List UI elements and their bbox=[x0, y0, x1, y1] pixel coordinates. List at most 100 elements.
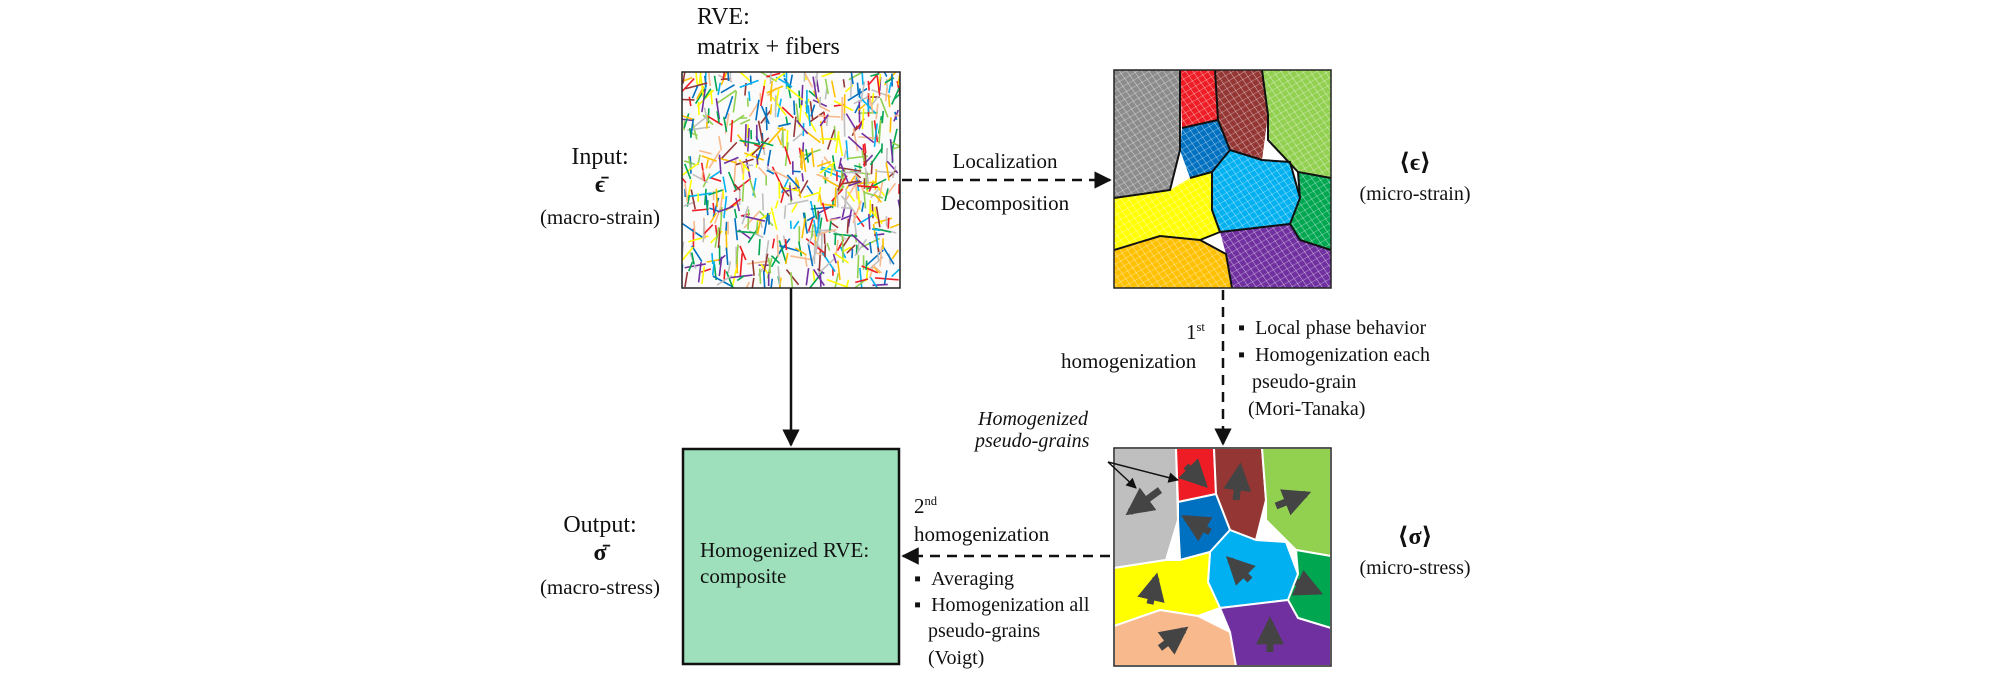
fiber-stroke bbox=[846, 155, 868, 160]
second-homog-cont-2: (Voigt) bbox=[928, 647, 985, 669]
fiber-stroke bbox=[691, 85, 699, 99]
fiber-stroke bbox=[856, 255, 860, 279]
fiber-stroke bbox=[816, 160, 832, 168]
fiber-stroke bbox=[718, 154, 722, 175]
fiber-stroke bbox=[760, 141, 774, 147]
stress-arrow-green bbox=[1291, 569, 1324, 596]
fiber-stroke bbox=[706, 114, 723, 126]
fiber-stroke bbox=[701, 155, 717, 162]
stress-arrow-gray bbox=[1125, 487, 1163, 516]
fiber-stroke bbox=[831, 200, 835, 209]
fiber-stroke bbox=[868, 95, 880, 110]
fiber-stroke bbox=[798, 90, 801, 108]
fiber-stroke bbox=[730, 119, 734, 143]
fiber-stroke bbox=[854, 177, 859, 200]
fiber-stroke bbox=[774, 200, 779, 209]
fiber-stroke bbox=[819, 161, 836, 174]
fiber-stroke bbox=[821, 72, 837, 78]
fiber-stroke bbox=[769, 80, 773, 97]
fiber-stroke bbox=[871, 89, 892, 98]
pseudo-grains-note-line1: Homogenized bbox=[978, 408, 1088, 430]
fiber-stroke bbox=[868, 265, 875, 279]
fiber-stroke bbox=[777, 266, 781, 285]
fiber-stroke bbox=[699, 75, 705, 97]
output-symbol: σ̄ bbox=[593, 540, 607, 566]
second-homogenization-number: 2nd bbox=[914, 494, 938, 518]
first-homog-bullet-2: Homogenization each bbox=[1238, 344, 1430, 367]
fiber-stroke bbox=[853, 279, 866, 288]
fiber-stroke bbox=[689, 192, 712, 198]
fiber-stroke bbox=[857, 185, 878, 189]
rve-title-line1: RVE: bbox=[697, 4, 750, 30]
fiber-stroke bbox=[778, 122, 791, 128]
fiber-stroke bbox=[798, 241, 803, 257]
fiber-stroke bbox=[846, 218, 850, 234]
fiber-stroke bbox=[741, 182, 745, 202]
fiber-stroke bbox=[784, 239, 788, 251]
fiber-stroke bbox=[821, 202, 829, 222]
fiber-stroke bbox=[834, 273, 839, 288]
fiber-stroke bbox=[717, 82, 722, 96]
fiber-stroke bbox=[756, 219, 762, 236]
fiber-stroke bbox=[780, 177, 790, 194]
fiber-stroke bbox=[740, 160, 744, 175]
fiber-stroke bbox=[705, 159, 709, 169]
fiber-stroke bbox=[869, 208, 883, 225]
fiber-stroke bbox=[801, 227, 805, 239]
first-homogenization-number: 1st bbox=[1186, 320, 1205, 344]
fiber-stroke bbox=[875, 170, 895, 174]
fiber-stroke bbox=[683, 113, 690, 129]
fiber-stroke bbox=[767, 149, 772, 165]
fiber-stroke bbox=[845, 113, 857, 131]
fiber-stroke bbox=[699, 149, 712, 155]
second-homog-cont-1: pseudo-grains bbox=[928, 620, 1041, 642]
fiber-stroke bbox=[876, 75, 881, 96]
fiber-stroke bbox=[868, 213, 871, 230]
fiber-stroke bbox=[785, 269, 800, 286]
fiber-stroke bbox=[847, 208, 853, 228]
fiber-stroke bbox=[723, 156, 739, 165]
fiber-stroke bbox=[826, 242, 831, 251]
fiber-stroke bbox=[769, 104, 773, 115]
fiber-stroke bbox=[875, 103, 879, 120]
stress-arrow-brown bbox=[1223, 462, 1252, 501]
fiber-stroke bbox=[747, 260, 767, 265]
fiber-stroke bbox=[732, 90, 738, 113]
fiber-stroke bbox=[891, 128, 898, 149]
output-desc: (macro-stress) bbox=[539, 575, 661, 599]
fiber-stroke bbox=[878, 119, 882, 144]
fiber-stroke bbox=[682, 222, 703, 238]
fiber-stroke bbox=[758, 268, 762, 284]
fiber-stroke bbox=[859, 267, 863, 288]
fiber-stroke bbox=[834, 187, 837, 206]
stress-arrow-orange bbox=[1157, 626, 1189, 655]
fiber-stroke bbox=[685, 82, 708, 90]
fiber-stroke bbox=[755, 99, 760, 121]
micro-strain-symbol: ⟨ϵ⟩ bbox=[1398, 150, 1432, 176]
fiber-stroke bbox=[804, 256, 808, 267]
fiber-stroke bbox=[823, 112, 826, 124]
stress-arrow-lightgreen bbox=[1274, 489, 1312, 516]
fiber-stroke bbox=[816, 214, 821, 234]
fiber-stroke bbox=[811, 148, 815, 168]
fiber-stroke bbox=[814, 232, 821, 255]
fiber-stroke bbox=[826, 278, 850, 288]
fiber-stroke bbox=[858, 88, 861, 98]
fiber-stroke bbox=[813, 204, 818, 220]
fiber-stroke bbox=[831, 80, 836, 98]
fiber-stroke bbox=[842, 79, 846, 88]
fiber-stroke bbox=[762, 270, 766, 288]
fiber-stroke bbox=[889, 117, 892, 133]
fiber-stroke bbox=[822, 177, 839, 188]
fiber-stroke bbox=[870, 72, 880, 77]
fiber-stroke bbox=[718, 256, 723, 277]
fiber-stroke bbox=[735, 244, 739, 265]
fiber-stroke bbox=[819, 114, 829, 127]
fiber-stroke bbox=[868, 93, 874, 113]
fiber-stroke bbox=[716, 89, 737, 105]
fiber-stroke bbox=[727, 171, 738, 191]
fiber-stroke bbox=[875, 231, 879, 248]
fiber-stroke bbox=[722, 72, 726, 79]
fiber-stroke bbox=[864, 152, 867, 166]
first-homogenization-word: homogenization bbox=[1061, 349, 1197, 373]
